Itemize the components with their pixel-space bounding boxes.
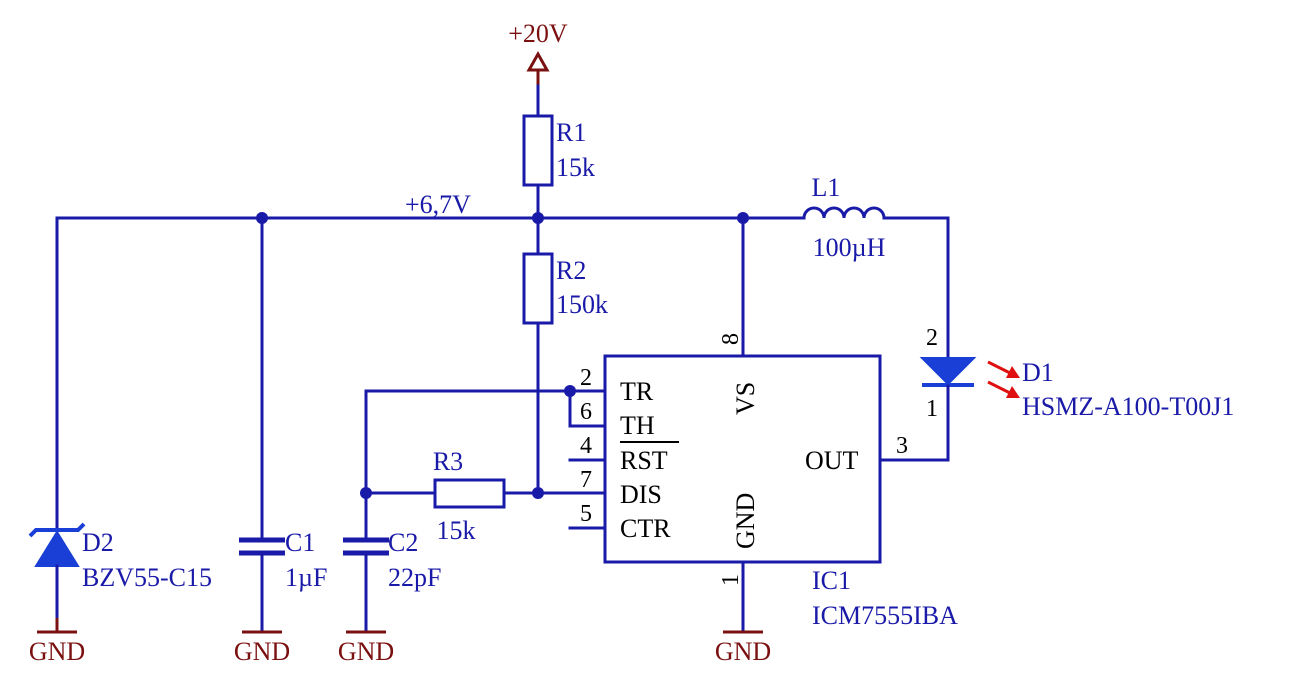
gnd-symbol-c1: GND bbox=[234, 630, 290, 666]
gnd-label-d2: GND bbox=[29, 637, 85, 666]
pin-num-out: 3 bbox=[896, 433, 908, 459]
pin-num-ctr: 5 bbox=[580, 501, 592, 527]
r3-value: 15k bbox=[437, 516, 476, 545]
d1-ref: D1 bbox=[1022, 358, 1054, 387]
r2-ref: R2 bbox=[556, 256, 586, 285]
pin-name-gnd: GND bbox=[731, 493, 760, 549]
r1-ref: R1 bbox=[556, 118, 586, 147]
gnd-symbol-ic1: GND bbox=[715, 630, 771, 666]
c2-value: 22pF bbox=[388, 563, 441, 592]
pin-num-gnd: 1 bbox=[718, 574, 744, 586]
d1-value: HSMZ-A100-T00J1 bbox=[1022, 392, 1234, 421]
l1-value: 100µH bbox=[813, 233, 886, 262]
pin-name-tr: TR bbox=[620, 377, 654, 406]
c1-value: 1µF bbox=[285, 563, 327, 592]
pin-name-vs: VS bbox=[731, 382, 760, 415]
d2-ref: D2 bbox=[82, 528, 114, 557]
c1-ref: C1 bbox=[285, 528, 315, 557]
led-pin-anode: 2 bbox=[926, 325, 938, 351]
resistor-r2: R2 150k bbox=[522, 252, 608, 325]
gnd-label-ic1: GND bbox=[715, 637, 771, 666]
zener-d2: D2 BZV55-C15 bbox=[28, 522, 212, 634]
supply-20v-symbol: +20V bbox=[508, 19, 568, 86]
gnd-symbol-d2: GND bbox=[29, 618, 85, 666]
gnd-symbol-c2: GND bbox=[338, 630, 394, 666]
led-pin-cathode: 1 bbox=[926, 396, 938, 422]
pin-name-th: TH bbox=[620, 411, 655, 440]
wire-led-out bbox=[878, 384, 950, 462]
pin-num-vs: 8 bbox=[718, 333, 744, 345]
supply-20v-label: +20V bbox=[508, 19, 568, 48]
l1-ref: L1 bbox=[812, 173, 841, 202]
d2-value: BZV55-C15 bbox=[82, 563, 212, 592]
pin-num-th: 6 bbox=[580, 399, 592, 425]
pin-num-rst: 4 bbox=[580, 433, 592, 459]
r1-value: 15k bbox=[556, 153, 595, 182]
ic1-value: ICM7555IBA bbox=[812, 601, 958, 630]
node-67v-label: +6,7V bbox=[405, 190, 471, 219]
pin-name-ctr: CTR bbox=[620, 514, 671, 543]
ic1-timer: 2 6 4 7 5 TR TH RST DIS CTR VS 8 GND 1 O… bbox=[568, 216, 958, 634]
resistor-r3: R3 15k bbox=[433, 447, 506, 545]
led-d1: 2 1 D1 HSMZ-A100-T00J1 bbox=[919, 325, 1234, 422]
led-emission-arrows bbox=[987, 360, 1020, 398]
pin-name-rst: RST bbox=[620, 446, 668, 475]
ic1-ref: IC1 bbox=[812, 566, 851, 595]
gnd-label-c1: GND bbox=[234, 637, 290, 666]
resistor-r1: R1 15k bbox=[522, 114, 595, 187]
pin-num-tr: 2 bbox=[580, 365, 592, 391]
junction-rail-r1 bbox=[532, 212, 544, 224]
r3-ref: R3 bbox=[433, 447, 463, 476]
pin-num-dis: 7 bbox=[580, 467, 592, 493]
capacitor-c1: C1 1µF bbox=[239, 528, 327, 634]
capacitor-c2: C2 22pF bbox=[343, 528, 441, 634]
gnd-label-c2: GND bbox=[338, 637, 394, 666]
pin-name-out: OUT bbox=[805, 446, 859, 475]
wire-l1-led bbox=[882, 216, 950, 360]
pin-name-dis: DIS bbox=[620, 480, 662, 509]
r2-value: 150k bbox=[556, 290, 608, 319]
c2-ref: C2 bbox=[388, 528, 418, 557]
inductor-l1: L1 100µH bbox=[802, 173, 886, 262]
